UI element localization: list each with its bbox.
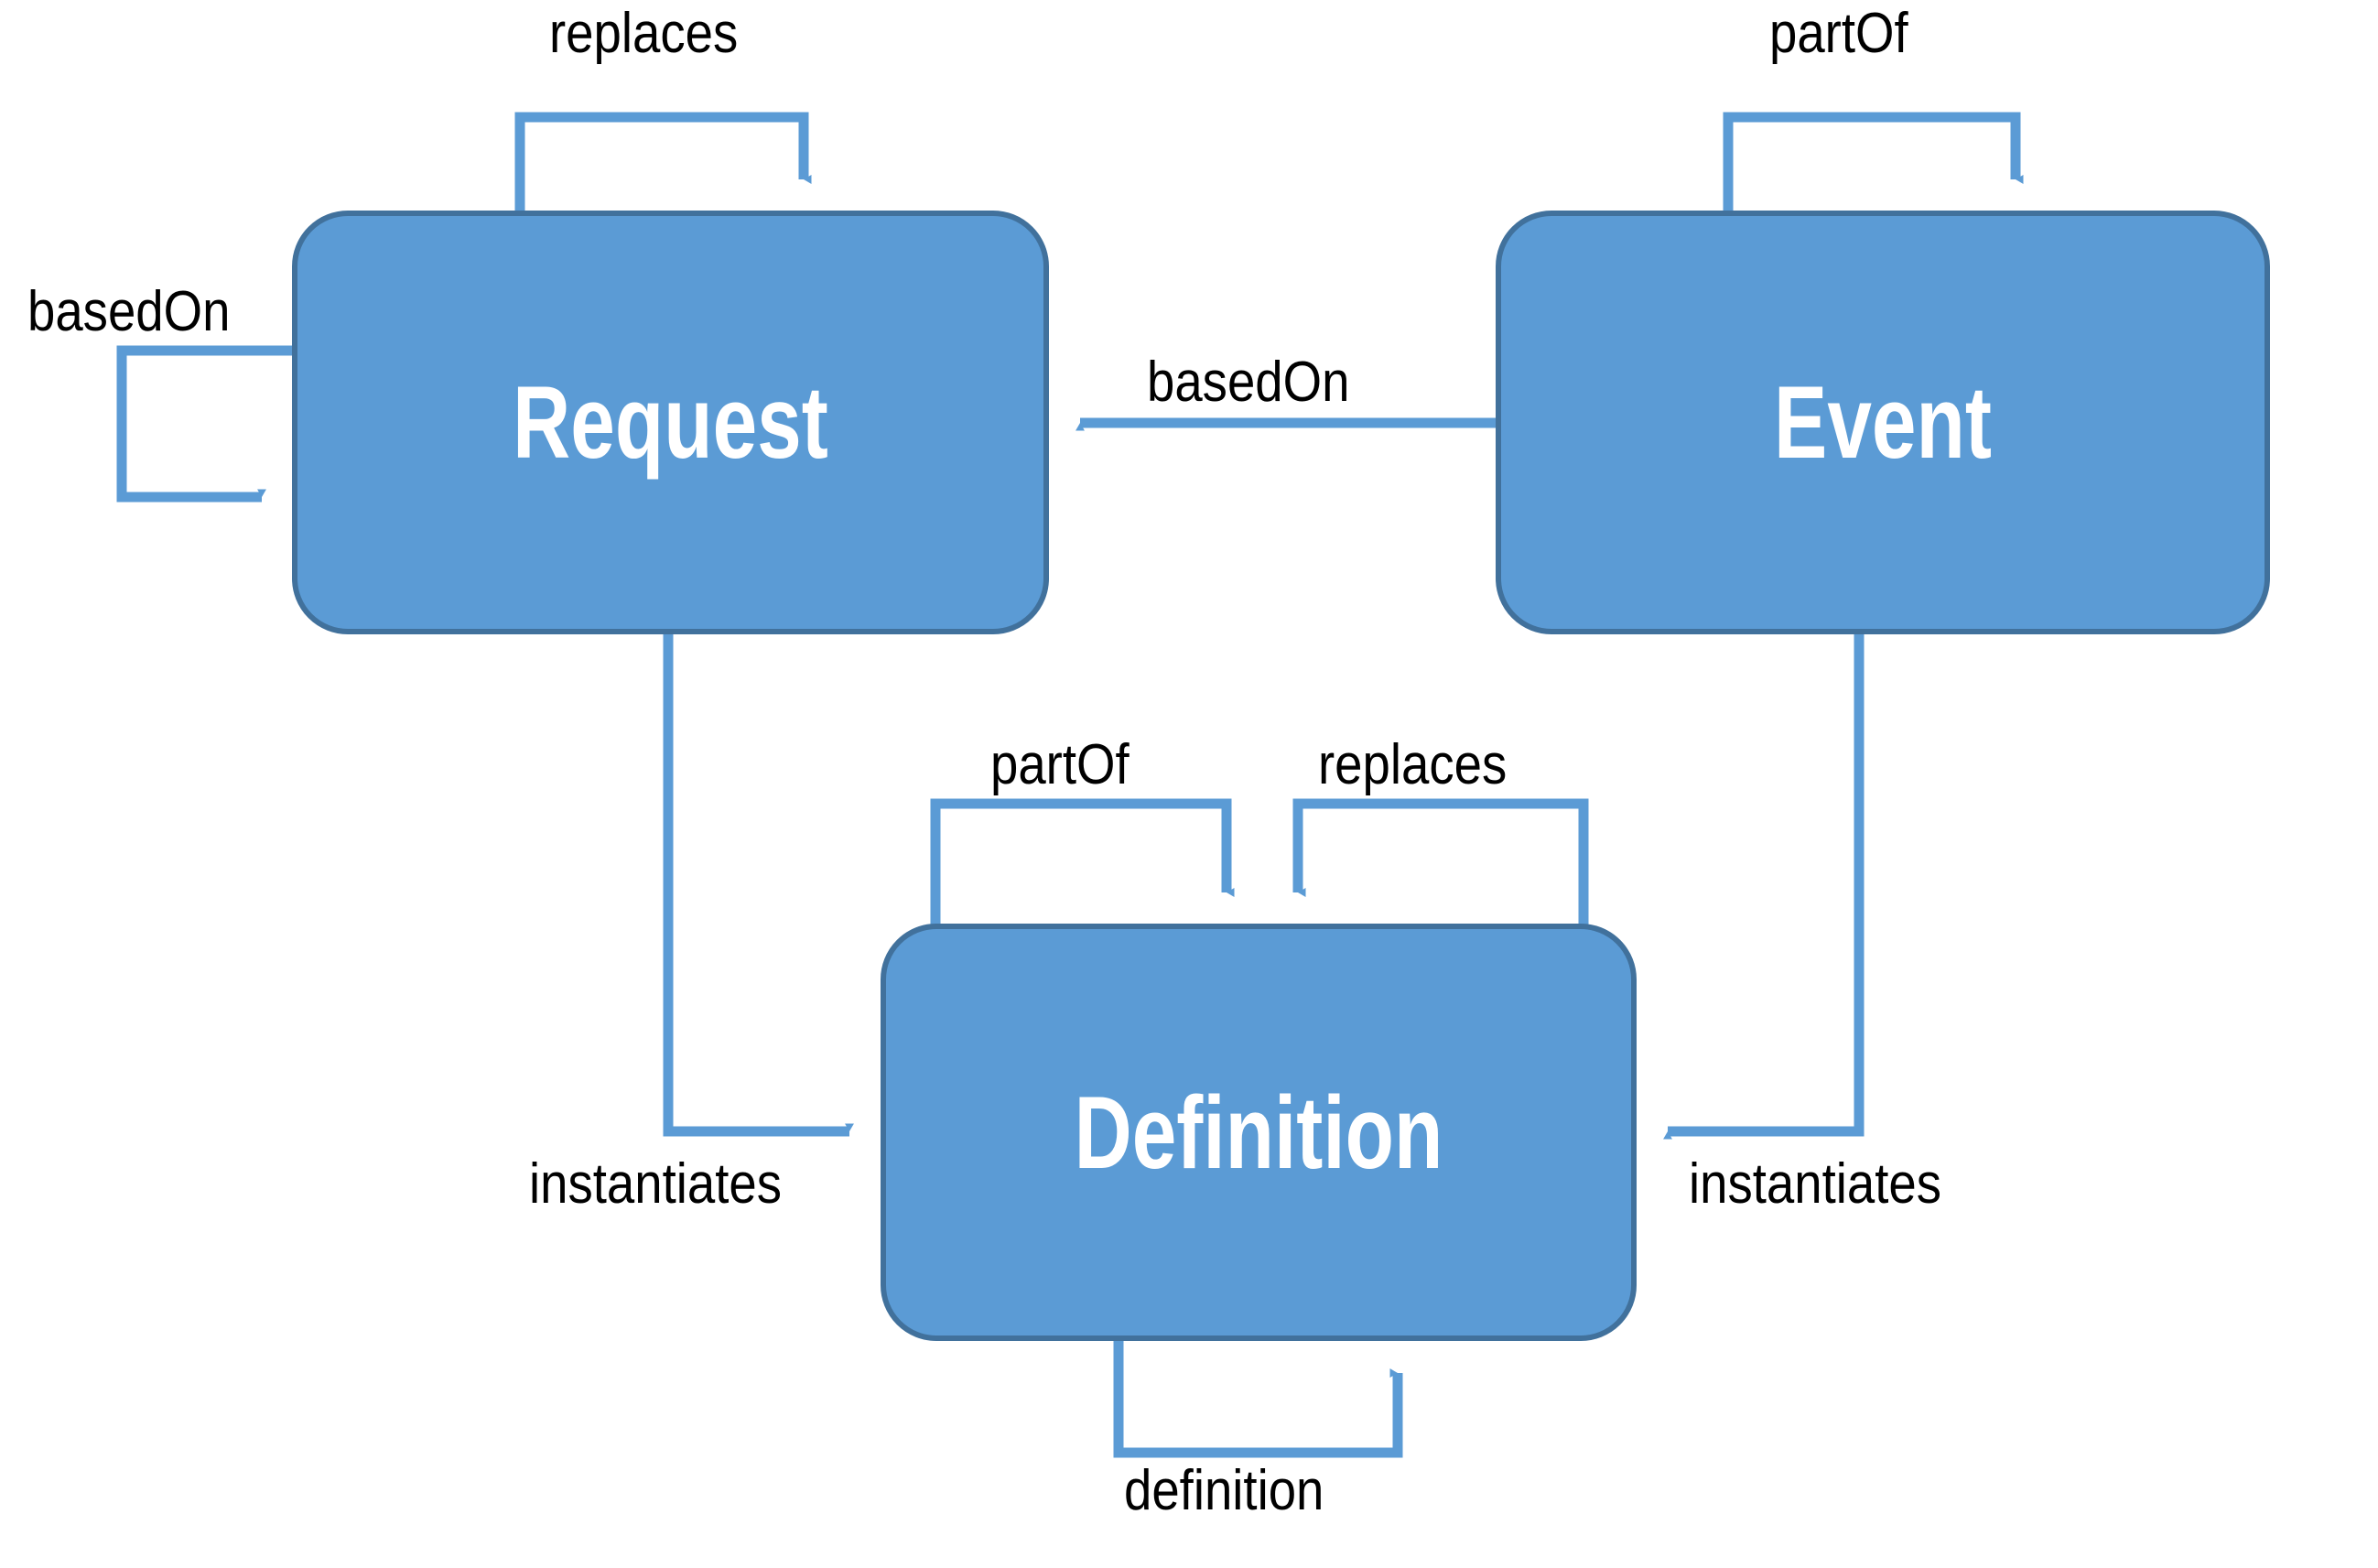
- edge-label-definition-partof: partOf: [990, 733, 1130, 796]
- edge-request-replaces[interactable]: [514, 112, 812, 213]
- node-request[interactable]: [292, 211, 1049, 634]
- edge-label-request-replaces: replaces: [549, 2, 739, 65]
- edge-definition-definition[interactable]: [1113, 1338, 1403, 1458]
- edge-definition-partof[interactable]: [930, 798, 1235, 926]
- edge-label-event-basedon-request: basedOn: [1147, 351, 1350, 414]
- edge-label-request-basedon-self: basedOn: [27, 280, 231, 343]
- edge-event-partof[interactable]: [1723, 112, 2024, 213]
- edge-event-instantiates[interactable]: [1663, 632, 1865, 1140]
- edge-request-instantiates[interactable]: [663, 632, 854, 1137]
- edge-definition-replaces[interactable]: [1292, 798, 1589, 926]
- edge-label-event-instantiates: instantiates: [1689, 1152, 1942, 1216]
- node-event[interactable]: [1496, 211, 2270, 634]
- edge-label-event-partof: partOf: [1769, 2, 1908, 65]
- node-definition[interactable]: [881, 924, 1637, 1341]
- edge-label-request-instantiates: instantiates: [529, 1152, 783, 1216]
- edge-request-basedon-self[interactable]: [116, 345, 295, 503]
- edge-label-definition-definition: definition: [1124, 1459, 1324, 1522]
- edge-label-definition-replaces: replaces: [1318, 733, 1508, 796]
